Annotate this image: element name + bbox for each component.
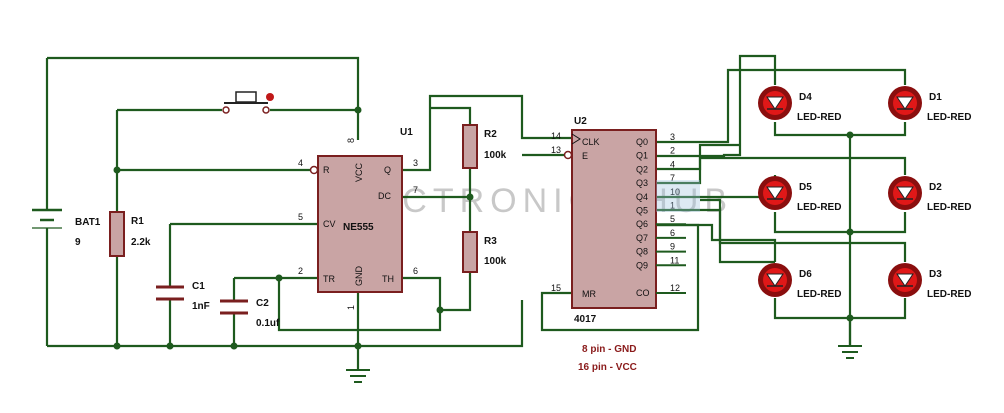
resistor-r1: R1 2.2k <box>109 211 151 257</box>
u2-pin-q7: Q7 <box>636 233 648 243</box>
ground-symbol-leds <box>838 345 862 359</box>
u2-num-e: 13 <box>551 145 561 155</box>
c2-value: 0.1uf <box>256 318 280 329</box>
u1-pin-vcc: VCC <box>354 162 364 182</box>
u2-pin-q4: Q4 <box>636 192 648 202</box>
u1-num-6: 6 <box>413 266 418 276</box>
u2-num-co: 12 <box>670 283 680 293</box>
u1-pin-dc: DC <box>378 191 391 201</box>
u2-part: 4017 <box>574 314 597 325</box>
r2-ref: R2 <box>484 129 497 140</box>
u2-pin-q9: Q9 <box>636 260 648 270</box>
u1-num-7: 7 <box>413 185 418 195</box>
u2-pin-clk: CLK <box>582 137 600 147</box>
u2-num-q6: 5 <box>670 214 675 224</box>
u1-pin-q: Q <box>384 165 391 175</box>
u2-pin-q6: Q6 <box>636 219 648 229</box>
u2-num-q9: 11 <box>670 255 679 265</box>
led-ref-label: D5 <box>799 182 812 193</box>
c1-value: 1nF <box>192 301 210 312</box>
u2-pin-q2: Q2 <box>636 164 648 174</box>
capacitor-c1: C1 1nF <box>156 281 210 312</box>
u2-num-q5: 1 <box>670 201 675 211</box>
u2-pin-q0: Q0 <box>636 137 648 147</box>
ic-ne555: U1 NE555 R Q DC CV TR TH VCC GND 4 8 3 7… <box>298 127 418 310</box>
resistor-r3: R3 100k <box>462 231 507 273</box>
led-ref-label: D6 <box>799 269 812 280</box>
u1-part: NE555 <box>343 222 374 233</box>
u2-num-q0: 3 <box>670 132 675 142</box>
u2-pin-q1: Q1 <box>636 151 648 161</box>
led-group: D4LED-REDD1LED-REDD5LED-REDD2LED-REDD6LE… <box>758 86 971 300</box>
ground-symbol-u1 <box>346 369 370 383</box>
u1-num-8: 8 <box>346 138 356 143</box>
u2-pin-co: CO <box>636 288 650 298</box>
led-type-label: LED-RED <box>927 202 971 213</box>
u2-num-q7: 6 <box>670 228 675 238</box>
r2-value: 100k <box>484 150 507 161</box>
r1-value: 2.2k <box>131 237 151 248</box>
junctions <box>113 106 854 350</box>
led-type-label: LED-RED <box>927 112 971 123</box>
u2-pin-q3: Q3 <box>636 178 648 188</box>
r1-ref: R1 <box>131 216 144 227</box>
u2-num-clk: 14 <box>551 131 561 141</box>
led-type-label: LED-RED <box>797 112 841 123</box>
u1-pin-cv: CV <box>323 219 336 229</box>
bat1-ref: BAT1 <box>75 217 101 228</box>
led-type-label: LED-RED <box>797 202 841 213</box>
led-ref-label: D4 <box>799 92 812 103</box>
u1-ref: U1 <box>400 127 413 138</box>
u2-pin-mr: MR <box>582 289 596 299</box>
bat1-value: 9 <box>75 237 81 248</box>
u1-num-1: 1 <box>346 305 356 310</box>
r3-ref: R3 <box>484 236 497 247</box>
led-ref-label: D3 <box>929 269 942 280</box>
u2-num-mr: 15 <box>551 283 561 293</box>
u1-pin-r: R <box>323 165 330 175</box>
u2-ref: U2 <box>574 116 587 127</box>
u1-num-5: 5 <box>298 212 303 222</box>
r3-value: 100k <box>484 256 507 267</box>
led-type-label: LED-RED <box>927 289 971 300</box>
battery-bat1: BAT1 9 <box>32 208 101 248</box>
u2-num-q4: 10 <box>670 187 680 197</box>
note-pin8: 8 pin - GND <box>582 344 636 355</box>
u2-num-q1: 2 <box>670 146 675 156</box>
u1-pin-th: TH <box>382 274 394 284</box>
u1-num-3: 3 <box>413 158 418 168</box>
note-pin16: 16 pin - VCC <box>578 362 637 373</box>
u2-pin-e: E <box>582 151 588 161</box>
led-type-label: LED-RED <box>797 289 841 300</box>
resistor-r2: R2 100k <box>462 124 507 169</box>
push-switch <box>222 91 274 114</box>
led-ref-label: D1 <box>929 92 942 103</box>
u2-num-q3: 7 <box>670 173 675 183</box>
u1-pin-tr: TR <box>323 274 335 284</box>
u1-num-2: 2 <box>298 266 303 276</box>
capacitor-c2: C2 0.1uf <box>220 298 280 329</box>
led-ref-label: D2 <box>929 182 942 193</box>
u2-pin-q5: Q5 <box>636 206 648 216</box>
u2-num-q8: 9 <box>670 242 675 252</box>
c2-ref: C2 <box>256 298 269 309</box>
u2-num-q2: 4 <box>670 159 675 169</box>
u2-pin-q8: Q8 <box>636 247 648 257</box>
u1-num-4: 4 <box>298 158 303 168</box>
wires <box>45 54 907 370</box>
c1-ref: C1 <box>192 281 205 292</box>
u1-pin-gnd: GND <box>354 266 364 287</box>
